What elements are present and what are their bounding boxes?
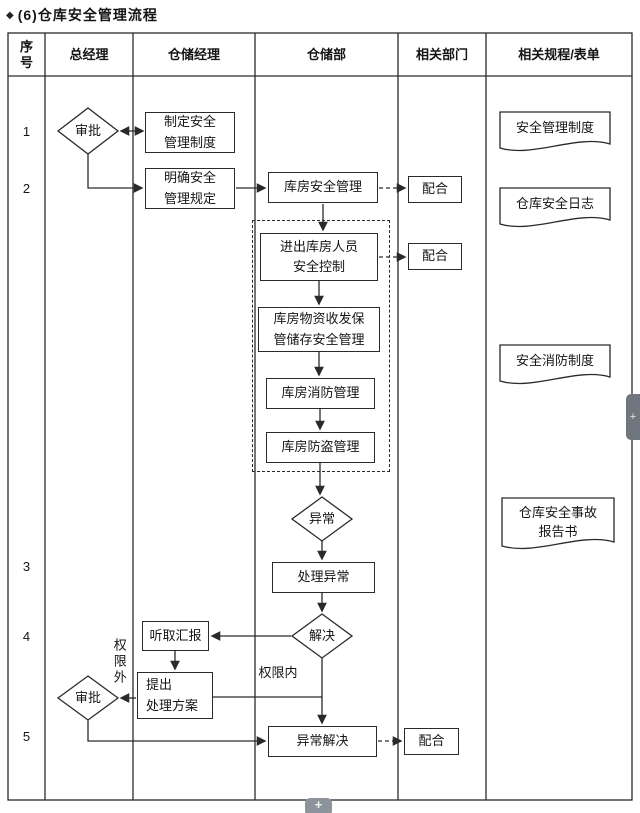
document-doc1-shape: [499, 111, 611, 152]
decision-approve1-label: 审批: [74, 123, 101, 139]
document-doc4-shape: [501, 497, 615, 550]
column-header-related-forms: 相关规程/表单: [518, 46, 600, 62]
process-cooperate-3: 配合: [404, 728, 459, 755]
dashed-subprocess-group: [252, 220, 390, 472]
decision-approve2-label: 审批: [74, 690, 101, 706]
page-header: ◆ (6)仓库安全管理流程: [6, 4, 158, 26]
decision-solve-shape: [290, 613, 354, 659]
process-cooperate-2: 配合: [408, 243, 462, 270]
document-safety-mgmt-system: 安全管理制度: [515, 120, 594, 136]
arrow-approve2-abnormal-solved: [87, 720, 267, 746]
branch-label-outside-authority: 权限外: [111, 638, 127, 686]
process-make-safety-system: 制定安全 管理制度: [145, 112, 235, 153]
column-header-serial: 序 号: [19, 38, 33, 70]
row-number-2: 2: [22, 180, 31, 196]
bottom-float-button[interactable]: +: [305, 798, 332, 813]
decision-abnormal-label: 异常: [308, 511, 335, 527]
title-bullet-icon: ◆: [6, 9, 14, 21]
process-anti-theft-mgmt: 库房防盗管理: [266, 432, 375, 463]
row-number-5: 5: [22, 728, 31, 744]
page-title: (6)仓库安全管理流程: [17, 7, 158, 23]
branch-label-within-authority: 权限内: [258, 665, 298, 681]
decision-abnormal-shape: [290, 496, 354, 542]
document-fire-safety-system: 安全消防制度: [515, 353, 594, 369]
column-header-general-manager: 总经理: [69, 46, 109, 62]
process-cooperate-1: 配合: [408, 176, 462, 203]
process-handle-abnormal: 处理异常: [272, 562, 375, 593]
side-float-button[interactable]: +: [626, 394, 640, 440]
column-header-warehouse-dept: 仓储部: [306, 46, 346, 62]
process-entry-exit-control: 进出库房人员 安全控制: [260, 233, 378, 281]
document-shapes: [499, 111, 615, 550]
process-fire-control-mgmt: 库房消防管理: [266, 378, 375, 409]
process-define-safety-rules: 明确安全 管理规定: [145, 168, 235, 209]
plus-icon: +: [314, 797, 323, 812]
row-number-1: 1: [22, 123, 31, 139]
document-warehouse-safety-log: 仓库安全日志: [515, 196, 594, 212]
column-header-warehouse-manager: 仓储经理: [167, 46, 220, 62]
decision-solve-label: 解决: [308, 628, 335, 644]
arrow-approve1-define-rules: [87, 154, 144, 193]
arrows: [87, 126, 407, 746]
process-abnormal-solved: 异常解决: [268, 726, 377, 757]
process-storage-safety-mgmt: 库房物资收发保 管储存安全管理: [258, 307, 380, 352]
document-accident-report: 仓库安全事故 报告书: [518, 504, 597, 540]
document-doc3-shape: [499, 344, 611, 385]
decision-shapes: [56, 107, 354, 721]
process-propose-solution: 提出 处理方案: [137, 672, 213, 719]
plus-icon: +: [629, 411, 637, 423]
row-number-4: 4: [22, 628, 31, 644]
process-listen-report: 听取汇报: [142, 621, 209, 651]
row-number-3: 3: [22, 558, 31, 574]
decision-approve1-shape: [56, 107, 120, 155]
decision-approve2-shape: [56, 675, 120, 721]
process-warehouse-safety-mgmt: 库房安全管理: [268, 172, 378, 203]
column-header-related-dept: 相关部门: [415, 46, 468, 62]
document-doc2-shape: [499, 187, 611, 228]
